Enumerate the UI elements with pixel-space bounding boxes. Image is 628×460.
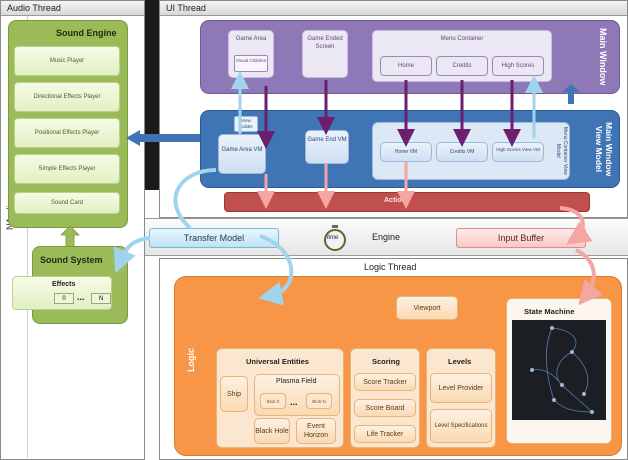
effect-0: 0: [54, 293, 74, 304]
blob-ellipsis: ...: [290, 397, 298, 407]
levels-title: Levels: [448, 357, 472, 366]
game-area-label: Game Area: [235, 36, 267, 42]
music-player: Music Player: [14, 46, 120, 76]
effect-0-label: 0: [62, 296, 66, 302]
effects-ellipsis: ...: [77, 292, 85, 302]
score-board: Score Board: [354, 399, 416, 417]
game-area-vm: Game Area VM: [218, 134, 266, 174]
logic-thread-title: Logic Thread: [364, 262, 417, 272]
game-end-vm-label: Game End VM: [307, 137, 347, 143]
sound-system-title: Sound System: [40, 255, 103, 265]
visual-children-label: Visual Children: [235, 58, 267, 63]
transfer-model-box: Transfer Model: [149, 228, 279, 248]
positional-effects-player: Positional Effects Player: [14, 118, 120, 148]
timer-icon: [323, 225, 347, 251]
black-hole: Black Hole: [254, 418, 290, 444]
home-vm: Home VM: [380, 142, 432, 162]
game-ended-screen: Game Ended Screen: [302, 30, 348, 78]
high-scores-vm: High Scores View VM: [492, 142, 544, 162]
credits-vm: Credits VM: [436, 142, 488, 162]
blob-n-label: Blob N: [312, 399, 326, 404]
game-ended-screen-label: Game Ended Screen: [307, 36, 343, 50]
thread-separator: [145, 0, 159, 190]
blob-0-label: Blob 0: [266, 399, 280, 404]
ui-thread-title: UI Thread: [160, 1, 627, 16]
audio-thread-title: Audio Thread: [1, 1, 144, 16]
transfer-model-label: Transfer Model: [183, 233, 245, 243]
menu-home: Home: [380, 56, 432, 76]
engine-label: Engine: [372, 232, 401, 242]
level-provider: Level Provider: [430, 373, 492, 403]
menu-container-label: Menu Container: [440, 36, 484, 42]
life-tracker: Life Tracker: [354, 425, 416, 443]
universal-entities-title: Universal Entities: [246, 357, 309, 366]
menu-high-scores-label: High Scores: [501, 63, 535, 69]
blob-n: Blob N: [306, 393, 332, 409]
sound-engine-title: Sound Engine: [56, 28, 117, 38]
score-tracker: Score Tracker: [354, 373, 416, 391]
naudio-strip: [2, 16, 28, 458]
input-buffer-box: Input Buffer: [456, 228, 586, 248]
state-machine-graph: [512, 320, 606, 420]
viewport: Viewport: [396, 296, 458, 320]
menu-container-vm-label: Menu Container View Model: [555, 127, 568, 175]
view-model-label: Main Window View Model: [594, 121, 614, 177]
main-window-label: Main Window: [598, 28, 608, 86]
menu-credits: Credits: [436, 56, 488, 76]
input-buffer-label: Input Buffer: [497, 233, 545, 243]
home-vm-label: Home VM: [394, 149, 418, 155]
effect-n: N: [91, 293, 111, 304]
timer-label: time: [327, 235, 339, 241]
simple-effects-player: Simple Effects Player: [14, 154, 120, 184]
menu-home-label: Home: [397, 63, 414, 69]
menu-high-scores: High Scores: [492, 56, 544, 76]
menu-credits-label: Credits: [452, 63, 472, 69]
blob-0: Blob 0: [260, 393, 286, 409]
effect-n-label: N: [98, 296, 104, 302]
event-horizon: Event Horizon: [296, 418, 336, 444]
game-end-vm: Game End VM: [305, 130, 349, 164]
logic-label: Logic: [186, 348, 196, 372]
credits-vm-label: Credits VM: [449, 149, 475, 155]
view-builder-label: View Builder: [238, 118, 253, 129]
menu-container-vm-label-wrap: Menu Container View Model: [548, 124, 568, 178]
high-scores-vm-label: High Scores View VM: [496, 147, 540, 152]
sound-card: Sound Card: [14, 192, 120, 214]
effects-label: Effects: [52, 281, 76, 288]
view-builder: View Builder: [234, 116, 258, 132]
directional-effects-player: Directional Effects Player: [14, 82, 120, 112]
ship: Ship: [220, 376, 248, 412]
visual-children: Visual Children: [234, 55, 268, 72]
state-machine-title: State Machine: [524, 307, 575, 316]
level-specifications: Level Specifications: [430, 409, 492, 443]
plasma-field-label: Plasma Field: [276, 378, 317, 385]
actions-label: Actions: [384, 197, 410, 204]
game-area-vm-label: Game Area VM: [221, 147, 263, 153]
sound-system-to-engine-arrow: [60, 226, 80, 248]
scoring-title: Scoring: [372, 357, 400, 366]
